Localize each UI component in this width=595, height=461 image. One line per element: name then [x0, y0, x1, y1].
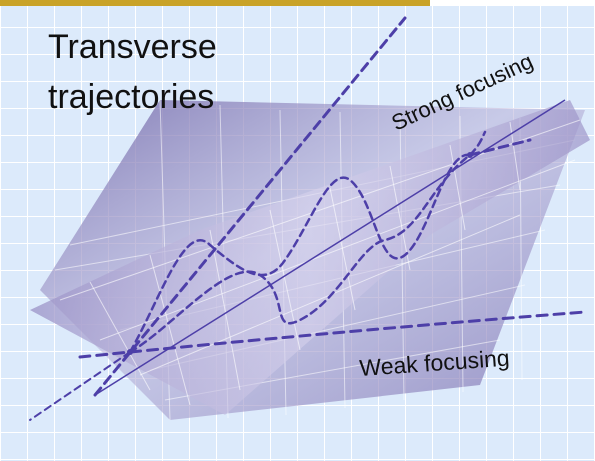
title-line-1: Transverse — [48, 28, 217, 66]
trajectory-straight-ray — [93, 16, 407, 397]
trajectory-strong-horizontal — [128, 130, 487, 354]
title-line-2: trajectories — [48, 78, 214, 116]
trajectory-lower-ray — [29, 351, 131, 421]
top-rule — [0, 0, 430, 6]
trajectory-strong-vertical — [128, 153, 472, 354]
beam-axis — [94, 99, 566, 396]
focal-point-end — [467, 152, 473, 158]
trajectory-strong-exit — [468, 138, 532, 157]
focal-point-start — [127, 349, 133, 355]
